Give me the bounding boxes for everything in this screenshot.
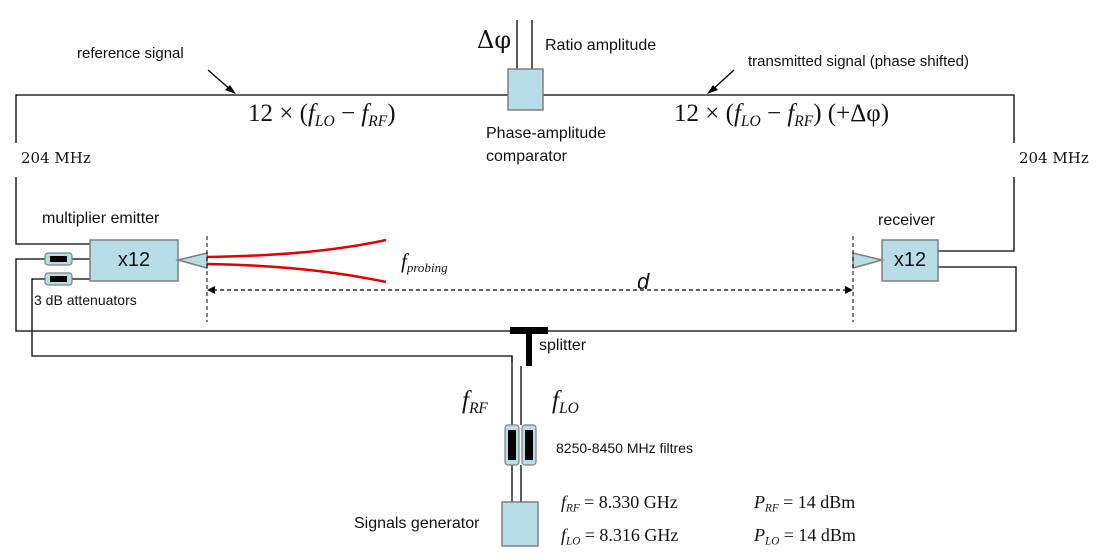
- comparator-label-line2: comparator: [486, 148, 567, 165]
- frf-spec: fRF = 8.330 GHz: [561, 492, 678, 515]
- probing-frequency-label: fprobing: [401, 249, 448, 276]
- prf-spec: PRF = 14 dBm: [754, 492, 856, 515]
- distance-label: d: [637, 269, 650, 294]
- delta-phi-label: Δφ: [477, 26, 512, 54]
- receiver-horn-antenna: [852, 252, 885, 269]
- frf-line-label: fRF: [462, 387, 488, 417]
- phase-amplitude-comparator: [507, 68, 544, 111]
- reference-arrow-head: [225, 85, 236, 94]
- right-frequency-label: 204 MHz: [1019, 149, 1089, 167]
- probing-beam-upper: [206, 238, 387, 259]
- filtres-label: 8250-8450 MHz filtres: [556, 440, 693, 456]
- plo-spec: PLO = 14 dBm: [754, 525, 856, 548]
- probing-beam-lower: [206, 262, 387, 284]
- lo-filter-core: [525, 430, 533, 460]
- receiver-box: [881, 239, 939, 282]
- transmitted-arrow-head: [707, 85, 718, 94]
- flo-line-label: fLO: [552, 387, 579, 417]
- reference-frequency-formula: 12 × (fLO − fRF): [248, 100, 396, 130]
- signals-generator-box: [501, 501, 539, 547]
- splitter-label: splitter: [539, 337, 587, 354]
- transmitted-frequency-formula: 12 × (fLO − fRF) (+Δφ): [674, 100, 890, 130]
- attenuator-2-core: [50, 276, 67, 282]
- distance-arrow-left: [207, 286, 215, 294]
- emitter-multiplier-factor: x12: [117, 249, 151, 271]
- multiplier-emitter-label: multiplier emitter: [42, 210, 160, 227]
- flo-spec: fLO = 8.316 GHz: [561, 525, 679, 548]
- reference-signal-label: reference signal: [77, 45, 184, 62]
- attenuator-1-core: [50, 256, 67, 262]
- right-label-gap: [1008, 143, 1020, 177]
- left-frequency-label: 204 MHz: [21, 149, 91, 167]
- rf-filter-core: [508, 430, 516, 460]
- signals-generator-label: Signals generator: [354, 515, 480, 532]
- ratio-amplitude-label: Ratio amplitude: [545, 37, 657, 54]
- emitter-horn-antenna: [175, 252, 208, 269]
- splitter-stem: [526, 327, 532, 366]
- attenuators-label: 3 dB attenuators: [34, 292, 137, 308]
- left-label-gap: [10, 143, 22, 177]
- comparator-label-line1: Phase-amplitude: [486, 125, 607, 142]
- receiver-label: receiver: [878, 212, 935, 229]
- transmitted-signal-label: transmitted signal (phase shifted): [748, 53, 969, 70]
- distance-arrow-right: [845, 286, 853, 294]
- receiver-multiplier-factor: x12: [893, 249, 927, 271]
